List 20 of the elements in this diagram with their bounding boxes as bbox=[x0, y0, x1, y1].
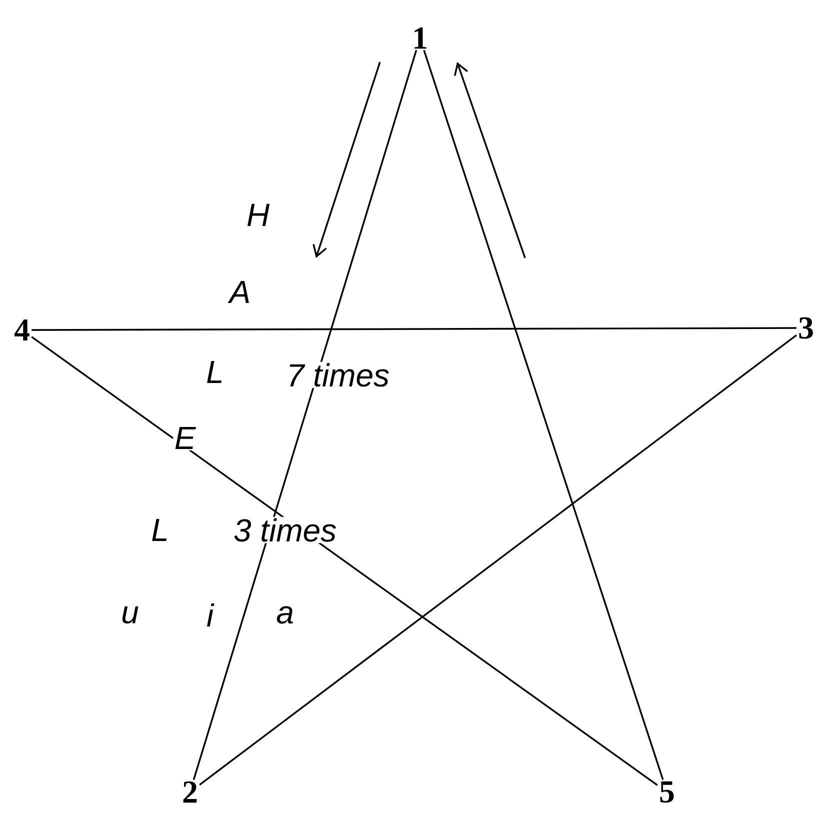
vertex-number: 1 bbox=[414, 27, 426, 49]
vertex-number: 5 bbox=[660, 781, 674, 803]
star-line bbox=[199, 334, 797, 786]
star-line bbox=[31, 336, 658, 786]
letter-label: E bbox=[173, 426, 198, 450]
vertex-number: 2 bbox=[183, 781, 197, 803]
letter-label: a bbox=[274, 604, 296, 626]
letter-label: 3 times bbox=[232, 516, 338, 544]
vertex-number: 4 bbox=[14, 319, 30, 341]
star-line bbox=[32, 327, 796, 331]
star-line bbox=[423, 50, 664, 780]
letter-label: H bbox=[245, 202, 271, 228]
letter-label: A bbox=[228, 280, 252, 304]
vertex-number: 3 bbox=[799, 317, 813, 339]
star-line bbox=[192, 50, 418, 780]
letter-label: 7 times bbox=[285, 362, 391, 388]
letter-label: u bbox=[120, 605, 140, 625]
letter-label: L bbox=[204, 360, 226, 384]
letter-label: i bbox=[205, 602, 215, 628]
letter-label: L bbox=[150, 518, 170, 542]
